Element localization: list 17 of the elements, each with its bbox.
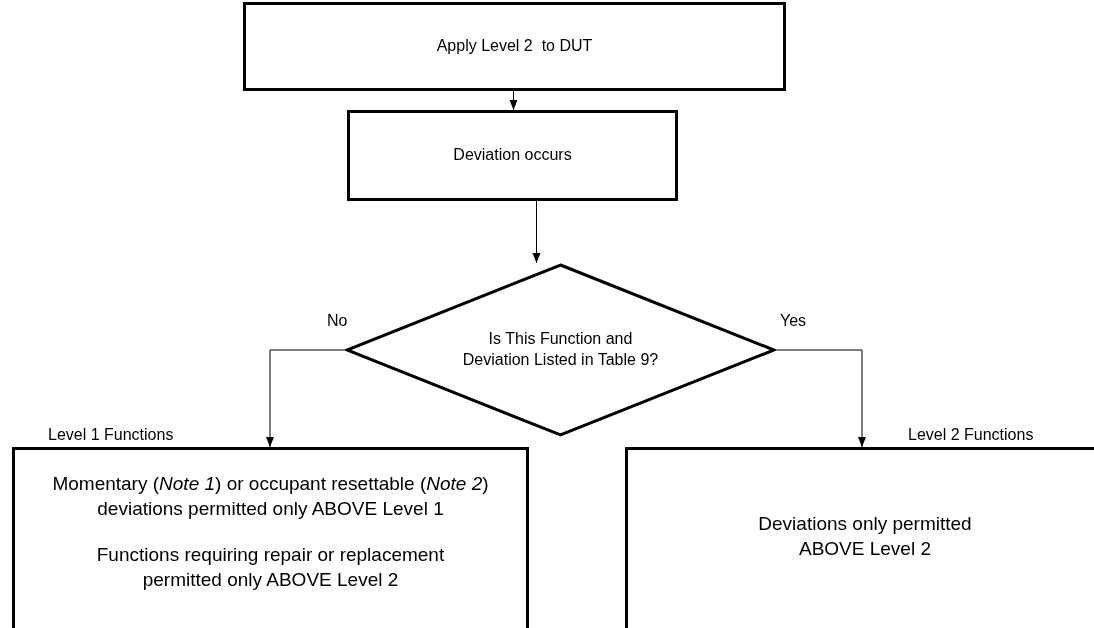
box-text: Deviation occurs [453,145,572,166]
arrow [775,349,866,448]
outcome-box [12,447,529,628]
arrow [532,200,541,264]
outcome-box [625,447,1094,628]
box-text: Deviations only permitted ABOVE Level 2 [757,512,973,561]
box-caption: Level 1 Functions [48,426,174,444]
box-text: Apply Level 2 to DUT [436,36,593,57]
arrow [509,90,518,111]
process-box [243,2,786,91]
decision-diamond [345,263,776,437]
decision-text: Is This Function and Deviation Listed in Table 9? [461,329,660,370]
box-text: Functions requiring repair or replacement permitted only ABOVE Level 2 [95,543,446,593]
box-caption: Level 2 Functions [908,426,1034,444]
process-box [347,110,678,201]
box-text: Momentary (Note 1) or occupant resettable (Note 2) deviations permitted only ABOVE Level 1 [51,472,490,521]
arrow [266,349,346,448]
